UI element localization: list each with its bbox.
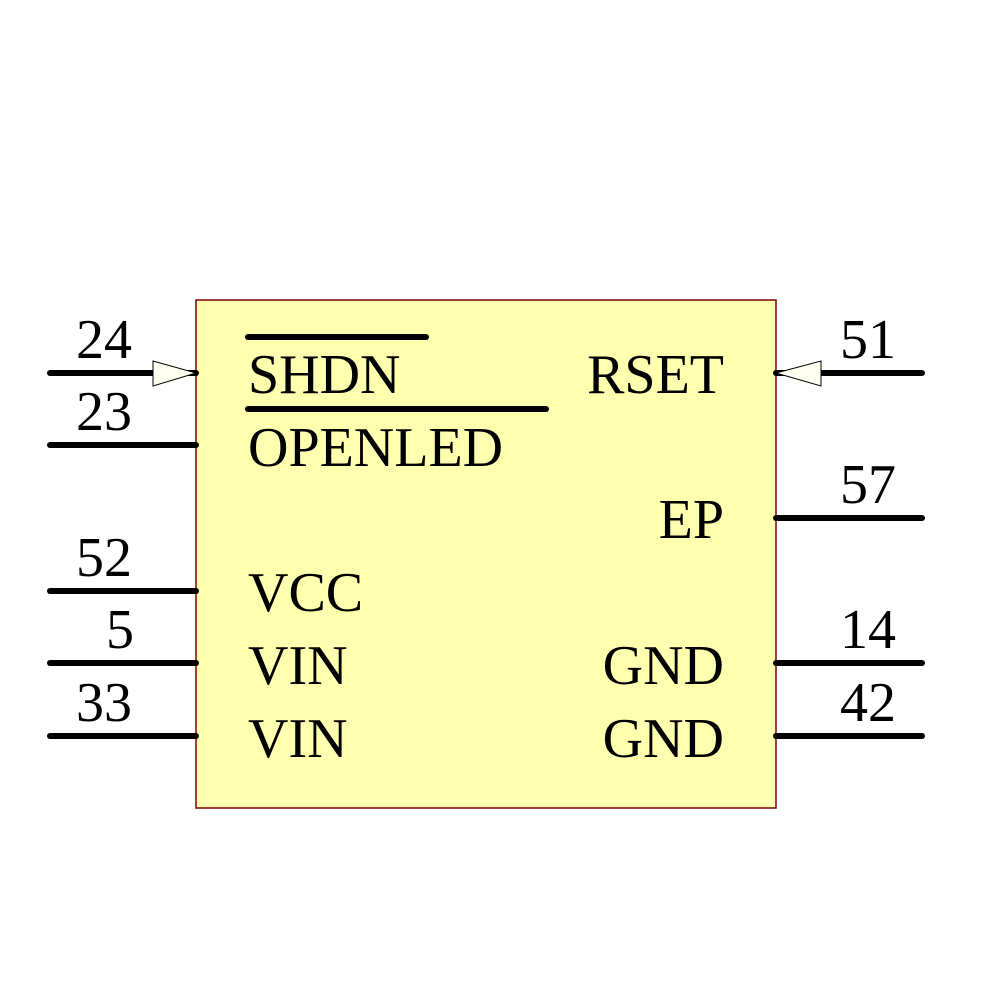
pin-57[interactable]: 57 EP	[659, 454, 925, 551]
pin-name: SHDN	[248, 344, 400, 406]
pin-number: 57	[840, 454, 896, 516]
pin-number: 52	[76, 527, 132, 589]
pin-24[interactable]: 24 SHDN	[47, 309, 429, 406]
pin-name: VCC	[248, 562, 363, 624]
pin-name: OPENLED	[248, 417, 503, 479]
input-arrow-icon	[774, 360, 822, 387]
pin-23[interactable]: 23 OPENLED	[47, 381, 549, 479]
pin-name: GND	[603, 708, 724, 770]
pin-number: 14	[840, 599, 896, 661]
pin-42[interactable]: 42 GND	[603, 672, 925, 770]
pin-name: RSET	[587, 344, 724, 406]
pin-52[interactable]: 52 VCC	[47, 527, 363, 624]
pin-number: 33	[76, 672, 132, 734]
pin-name: VIN	[248, 635, 348, 697]
pin-number: 23	[76, 381, 132, 443]
pin-14[interactable]: 14 GND	[603, 599, 925, 697]
input-arrow-icon	[152, 360, 198, 387]
pin-name: GND	[603, 635, 724, 697]
pin-number: 51	[840, 309, 896, 371]
pin-33[interactable]: 33 VIN	[47, 672, 348, 770]
pin-number: 24	[76, 309, 132, 371]
pin-name: VIN	[248, 708, 348, 770]
component-body[interactable]	[195, 299, 777, 809]
pin-name: EP	[659, 489, 724, 551]
pin-5[interactable]: 5 VIN	[47, 599, 348, 697]
pin-51[interactable]: 51 RSET	[587, 309, 925, 406]
pin-number: 42	[840, 672, 896, 734]
pin-number: 5	[106, 599, 134, 661]
